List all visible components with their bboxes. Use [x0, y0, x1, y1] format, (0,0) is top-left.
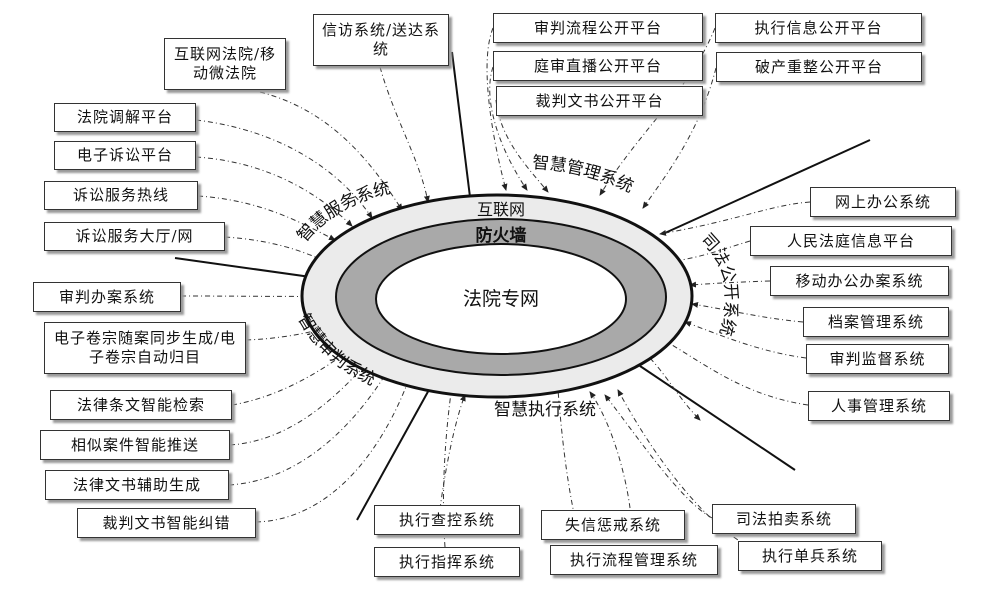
box-judgment-docs-open: 裁判文书公开平台	[496, 86, 703, 116]
arc-label-management: 智慧管理系统	[532, 153, 637, 197]
box-execution-mobile: 执行单兵系统	[738, 541, 882, 571]
box-execution-command: 执行指挥系统	[374, 547, 520, 577]
connectors	[180, 27, 811, 548]
box-case-handling: 审判办案系统	[33, 282, 181, 312]
box-execution-info-open: 执行信息公开平台	[715, 13, 922, 43]
box-service-hotline: 诉讼服务热线	[44, 181, 198, 210]
firewall-label: 防火墙	[476, 225, 527, 246]
box-execution-control: 执行查控系统	[374, 505, 520, 535]
box-credit-discipline: 失信惩戒系统	[541, 510, 685, 540]
box-internet-court: 互联网法院/移动微法院	[164, 38, 286, 90]
box-mobile-office: 移动办公办案系统	[770, 266, 949, 296]
box-e-litigation: 电子诉讼平台	[54, 141, 196, 170]
box-doc-generation: 法律文书辅助生成	[45, 470, 229, 500]
box-mediation-platform: 法院调解平台	[54, 103, 196, 132]
box-service-hall: 诉讼服务大厅/网	[44, 222, 225, 251]
court-network-core	[375, 243, 627, 355]
box-live-trial: 庭审直播公开平台	[493, 51, 703, 81]
box-archive-management: 档案管理系统	[803, 307, 949, 337]
box-trial-process-open: 审判流程公开平台	[493, 13, 703, 43]
box-judicial-auction: 司法拍卖系统	[712, 504, 856, 534]
box-law-search: 法律条文智能检索	[50, 390, 232, 420]
box-trial-supervision: 审判监督系统	[806, 344, 949, 374]
internet-label: 互联网	[477, 200, 525, 219]
box-online-office: 网上办公系统	[810, 187, 956, 217]
box-e-dossier: 电子卷宗随案同步生成/电子卷宗自动归目	[44, 322, 246, 374]
center-label: 法院专网	[463, 288, 539, 310]
box-doc-correction: 裁判文书智能纠错	[77, 508, 256, 538]
box-bankruptcy-open: 破产重整公开平台	[716, 52, 922, 82]
box-similar-case: 相似案件智能推送	[40, 430, 230, 460]
arc-label-execution: 智慧执行系统	[494, 400, 596, 420]
box-peoples-tribunal: 人民法庭信息平台	[750, 226, 952, 256]
box-execution-process: 执行流程管理系统	[550, 545, 718, 575]
box-hr-management: 人事管理系统	[808, 391, 950, 421]
box-petition-delivery: 信访系统/送达系统	[313, 14, 449, 66]
